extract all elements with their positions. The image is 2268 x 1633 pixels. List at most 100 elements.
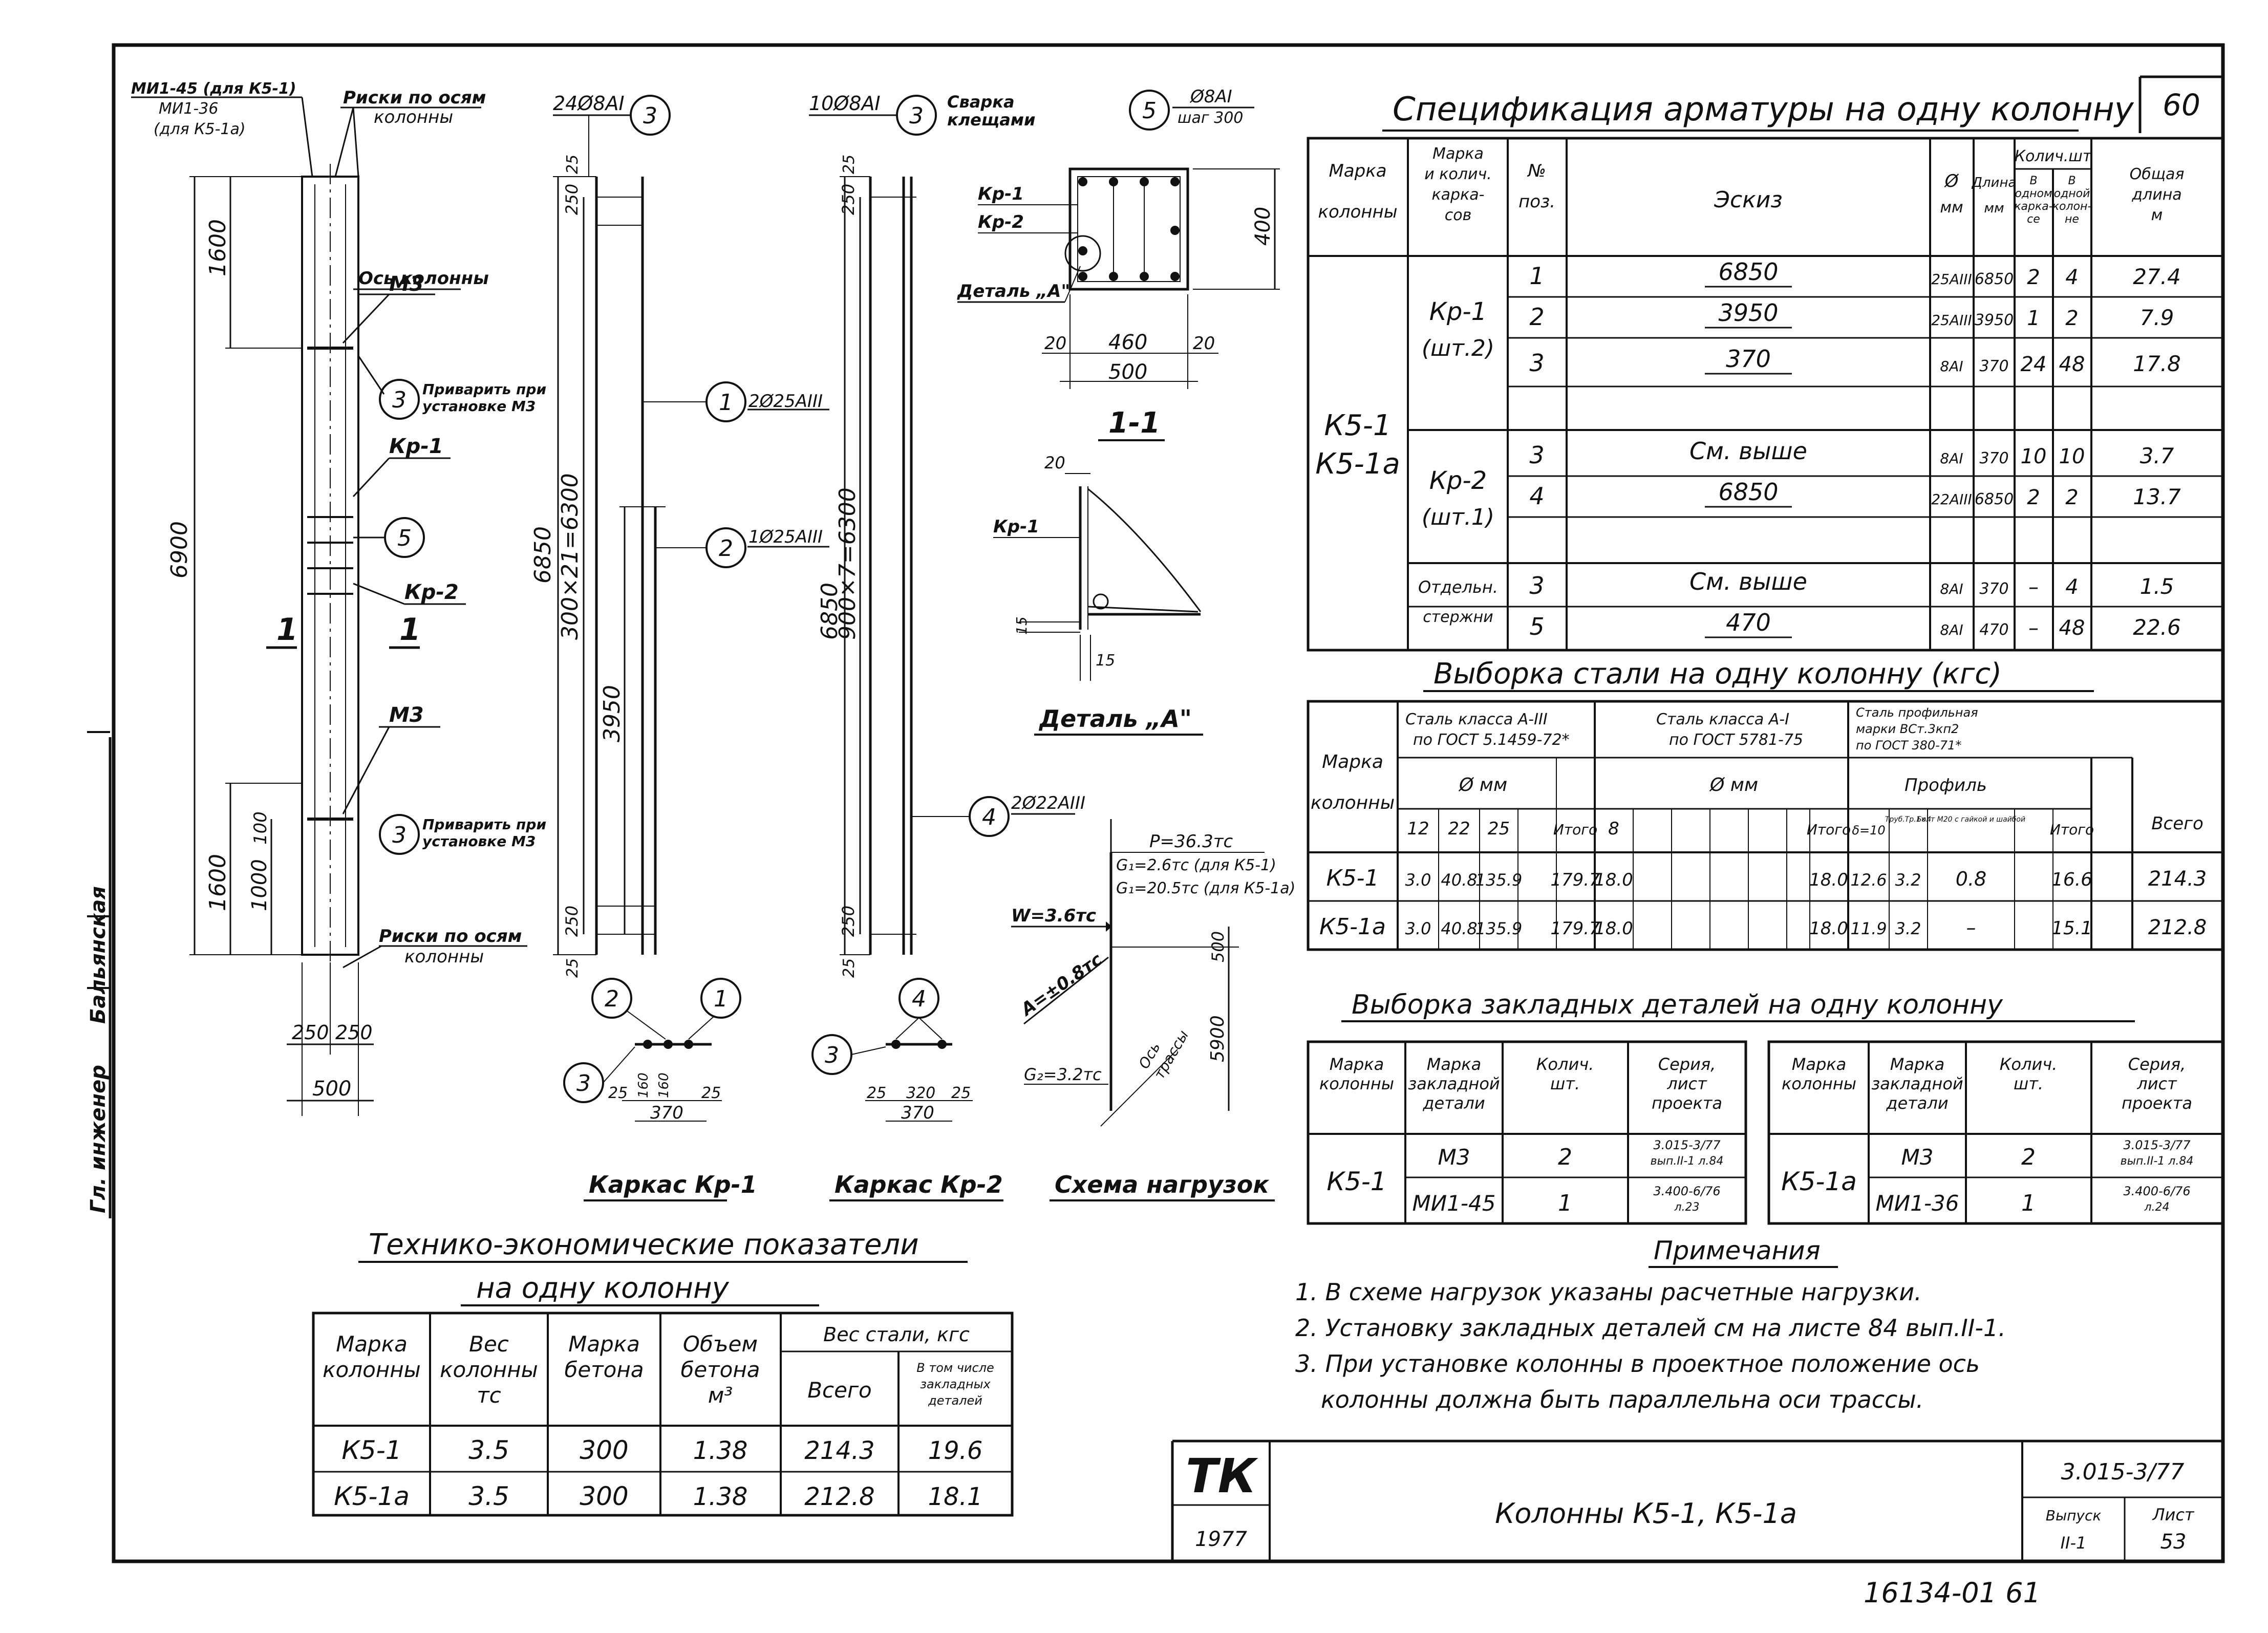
- mi-label: МИ1-45 (для К5-1): [131, 80, 296, 98]
- detail-a: 20 15 15 Кр-1 Деталь „А": [993, 453, 1203, 736]
- frame-kr1: 24Ø8АI 3 6850 300×21=6300 3950 250 25 25…: [530, 92, 829, 1201]
- svg-text:20: 20: [1044, 333, 1066, 354]
- load-scheme: P=36.3тс G₁=2.6тс (для К5-1) G₁=20.5тс (…: [1011, 819, 1295, 1201]
- tech-header: Объем: [683, 1331, 758, 1357]
- svg-text:М3: М3: [389, 703, 424, 727]
- svg-text:320: 320: [906, 1084, 935, 1102]
- steel-row-mark: К5-1: [1326, 865, 1379, 891]
- svg-text:Кр-1: Кр-1: [1429, 297, 1487, 326]
- svg-text:по ГОСТ 5.1459-72*: по ГОСТ 5.1459-72*: [1413, 731, 1570, 749]
- spec-length: 6850: [1975, 490, 2014, 508]
- svg-text:Ось колонны: Ось колонны: [358, 268, 489, 289]
- svg-text:мм: мм: [1984, 201, 2004, 216]
- note-item: 1. В схеме нагрузок указаны расчетные на…: [1295, 1278, 1922, 1306]
- spec-qty-column: 4: [2065, 575, 2078, 599]
- svg-text:25: 25: [701, 1084, 721, 1102]
- tech-value: 1.38: [693, 1436, 748, 1465]
- embedded-header: лист: [2136, 1074, 2177, 1093]
- embedded-header: детали: [1422, 1093, 1485, 1113]
- svg-text:250: 250: [562, 184, 582, 215]
- embedded-qty: 1: [1558, 1190, 1572, 1216]
- embedded-mark: К5-1а: [1781, 1167, 1857, 1196]
- side-stamp: Гл. инженер Бальянская: [87, 886, 110, 1213]
- svg-text:1600: 1600: [205, 219, 231, 276]
- steel-col-profile: δ=10: [1852, 823, 1885, 837]
- svg-text:3: 3: [392, 822, 406, 848]
- embedded-detail: М3: [1901, 1145, 1934, 1170]
- svg-text:Кр-2: Кр-2: [978, 212, 1024, 232]
- embedded-header: закладной: [1871, 1074, 1963, 1093]
- steel-title: Выборка стали на одну колонну (кгс): [1433, 657, 2002, 691]
- steel-val: 18.0: [1809, 870, 1848, 890]
- spec-pos: 5: [1529, 613, 1544, 640]
- svg-text:1600: 1600: [205, 854, 231, 911]
- tech-header: Всего: [807, 1378, 872, 1403]
- svg-text:250: 250: [335, 1021, 373, 1044]
- svg-text:Колич.шт: Колич.шт: [2015, 147, 2092, 165]
- spec-qty-frame: 1: [2027, 307, 2040, 330]
- embedded-series: 3.015-3/77: [2123, 1138, 2191, 1152]
- notes-title: Примечания: [1654, 1236, 1821, 1265]
- svg-text:4: 4: [912, 986, 926, 1012]
- section11-title: 1-1: [1108, 406, 1160, 440]
- spec-length: 370: [1979, 580, 2008, 598]
- embedded-header: колонны: [1782, 1074, 1856, 1093]
- svg-text:МИ1-36: МИ1-36: [159, 100, 218, 118]
- embedded-qty: 1: [2021, 1190, 2036, 1216]
- embedded-series: 3.015-3/77: [1653, 1138, 1721, 1152]
- svg-text:Бальянская: Бальянская: [87, 886, 110, 1024]
- svg-text:Кр-1: Кр-1: [993, 517, 1039, 537]
- spec-qty-frame: 2: [2027, 266, 2040, 289]
- tech-value: 1.38: [693, 1482, 748, 1511]
- spec-sketch: 6850: [1718, 258, 1778, 286]
- svg-text:250: 250: [562, 906, 582, 937]
- spec-qty-column: 48: [2059, 353, 2085, 376]
- tech-value: 19.6: [928, 1436, 983, 1465]
- tech-header: колонны: [440, 1357, 538, 1382]
- svg-text:карка-: карка-: [2014, 200, 2053, 213]
- svg-text:2Ø22АIII: 2Ø22АIII: [1011, 793, 1085, 813]
- embedded-series: 3.400-6/76: [2123, 1184, 2190, 1198]
- svg-text:3: 3: [825, 1042, 839, 1068]
- spec-pos: 3: [1529, 572, 1544, 599]
- steel-val: 11.9: [1850, 919, 1887, 938]
- spec-pos: 1: [1529, 262, 1544, 290]
- spec-sketch: См. выше: [1689, 437, 1807, 465]
- svg-text:Выпуск: Выпуск: [2046, 1507, 2102, 1524]
- embedded-header: детали: [1886, 1093, 1948, 1113]
- svg-text:25: 25: [564, 155, 582, 174]
- tech-header: колонны: [323, 1357, 421, 1382]
- svg-text:М3: М3: [389, 272, 424, 296]
- svg-text:15: 15: [1013, 616, 1030, 635]
- svg-text:160: 160: [636, 1072, 651, 1098]
- steel-val: 18.0: [1594, 918, 1633, 939]
- embedded-header: Серия,: [1658, 1055, 1716, 1074]
- tech-value: 3.5: [468, 1435, 509, 1465]
- callout-bubble: [896, 95, 937, 136]
- tech-header: Вес стали, кгс: [823, 1323, 970, 1346]
- embedded-detail: МИ1-36: [1876, 1191, 1959, 1216]
- svg-text:Кр-2: Кр-2: [404, 581, 459, 604]
- svg-text:Сталь профильная: Сталь профильная: [1856, 705, 1978, 720]
- embedded-header: колонны: [1319, 1074, 1394, 1093]
- title-block: ТК 1977 Колонны К5-1, К5-1а 3.015-3/77 В…: [1171, 1439, 2223, 1561]
- svg-text:Отдельн.: Отдельн.: [1418, 577, 1498, 597]
- embedded-header: шт.: [1550, 1074, 1580, 1093]
- svg-text:370: 370: [650, 1103, 683, 1123]
- embedded-header: проекта: [2122, 1093, 2192, 1113]
- steel-col-a1: 8: [1608, 819, 1619, 839]
- embedded-header: шт.: [2014, 1074, 2043, 1093]
- spec-table: Спецификация арматуры на одну колонну Ма…: [1307, 91, 2224, 652]
- svg-text:370: 370: [901, 1103, 934, 1123]
- svg-text:Марка: Марка: [1432, 145, 1484, 163]
- steel-val: 3.2: [1895, 919, 1921, 938]
- spec-sketch: 470: [1726, 609, 1771, 636]
- stamp-series: 3.015-3/77: [2061, 1459, 2185, 1485]
- tech-value: 214.3: [804, 1436, 874, 1465]
- spec-total-length: 13.7: [2133, 484, 2181, 509]
- svg-text:одной: одной: [2054, 187, 2090, 200]
- callout-bubble: [379, 379, 420, 420]
- tech-table: Технико-экономические показатели на одну…: [312, 1228, 1014, 1517]
- svg-text:колон-: колон-: [2052, 200, 2092, 213]
- svg-text:250: 250: [839, 184, 858, 215]
